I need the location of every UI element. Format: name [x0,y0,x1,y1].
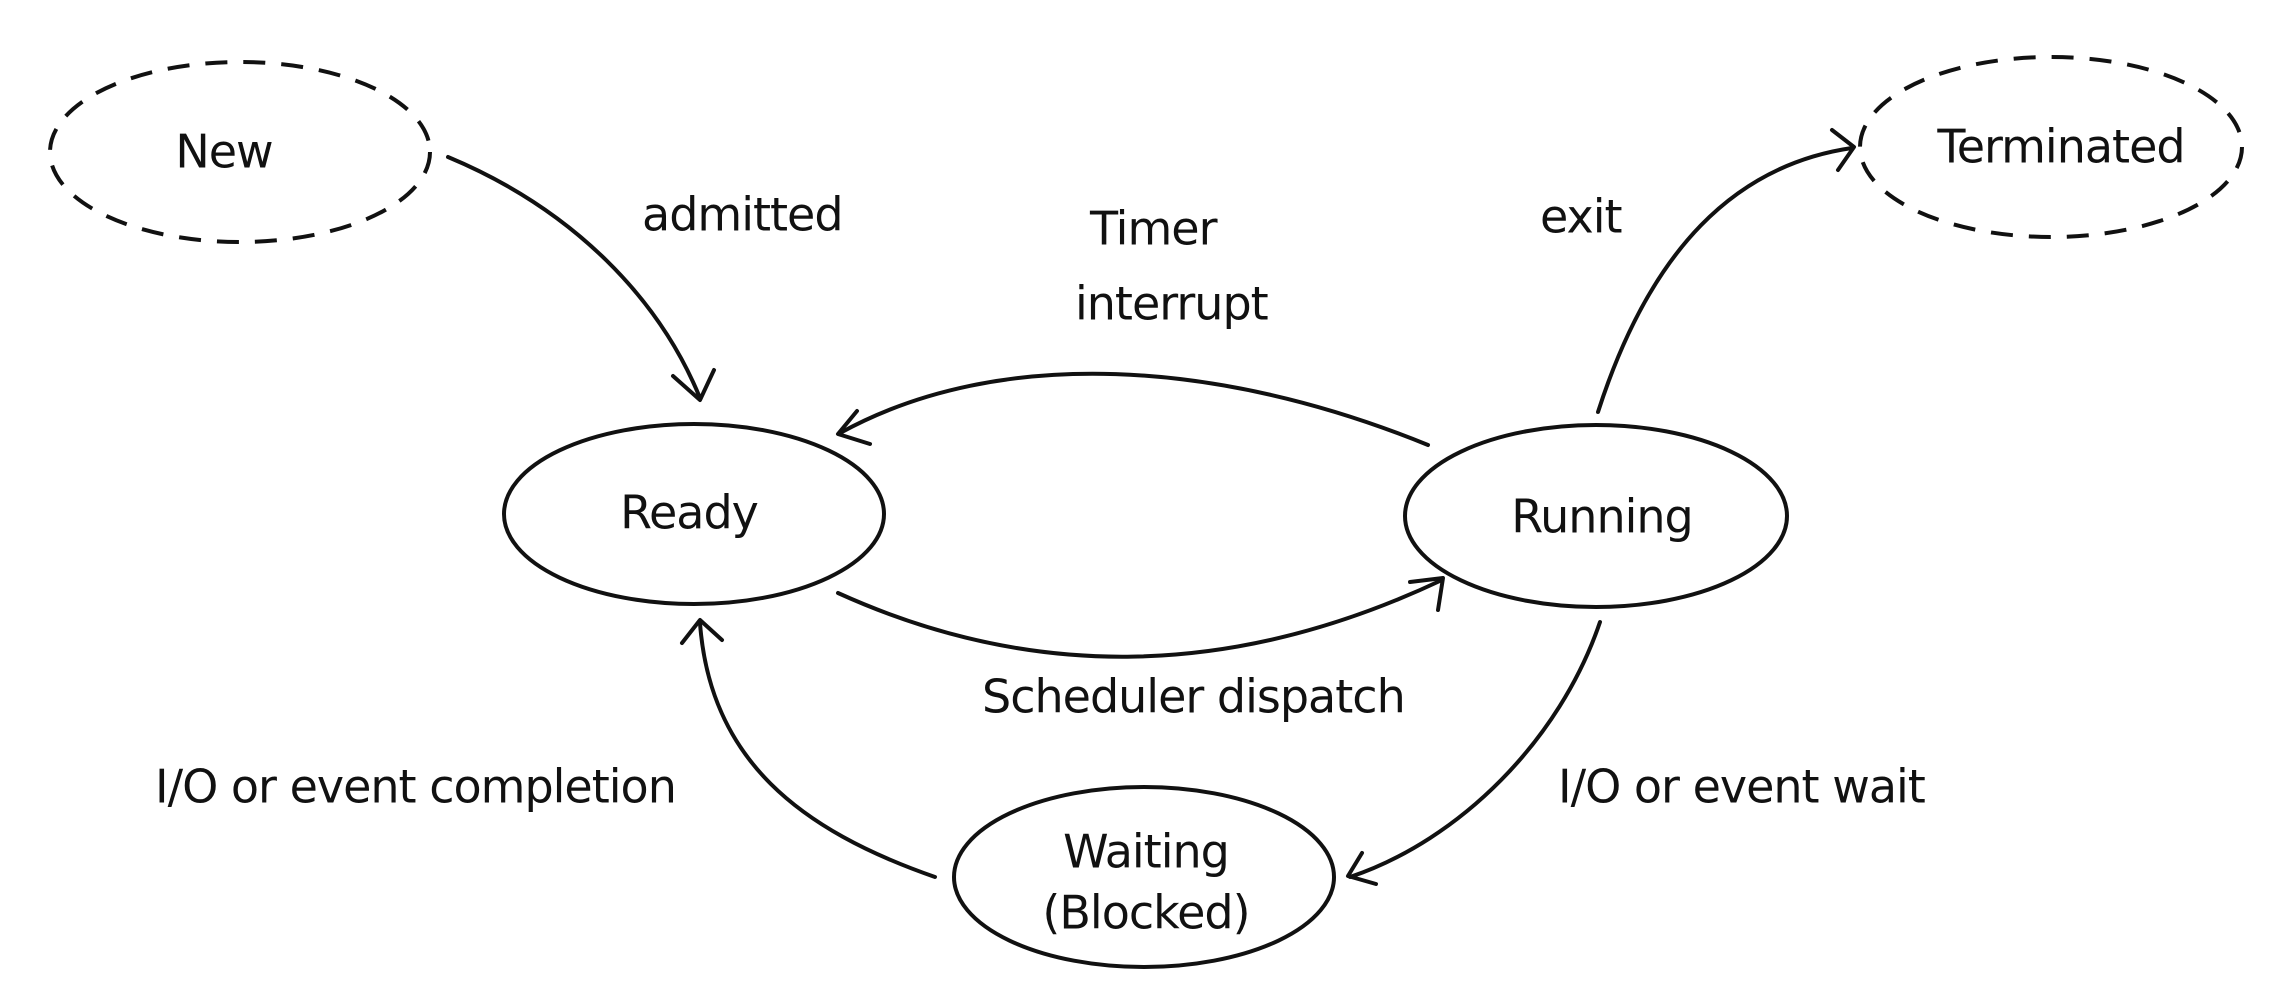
state-terminated-label: Terminated [1936,120,2184,174]
state-new: New [48,60,432,244]
state-running: Running [1403,423,1789,609]
state-waiting-label-line1: Waiting [1063,825,1229,879]
edge-scheduler-dispatch: Scheduler dispatch [836,576,1445,724]
edge-exit-arrowhead [1830,128,1856,172]
edge-timer-interrupt-line [838,371,1430,447]
state-ready-label: Ready [620,486,758,540]
edge-io-event-completion: I/O or event completion [155,618,937,879]
edge-timer-interrupt-arrowhead [836,409,872,446]
state-new-ellipse [48,60,432,244]
state-new-label: New [175,125,272,179]
edge-exit: exit [1540,128,1856,414]
edge-admitted-line [446,155,702,400]
state-terminated: Terminated [1858,55,2244,239]
edge-io-event-completion-arrowhead [680,618,724,645]
edge-timer-interrupt: Timer interrupt [836,202,1430,447]
state-waiting-ellipse [952,785,1336,969]
edge-io-event-wait: I/O or event wait [1346,620,1926,886]
state-terminated-ellipse [1858,55,2244,239]
edge-admitted: admitted [446,155,844,402]
edge-exit-label: exit [1540,190,1622,244]
edge-io-event-wait-arrowhead [1346,851,1378,886]
edge-timer-interrupt-label-line2: interrupt [1075,277,1268,331]
edge-admitted-arrowhead [671,368,716,402]
state-ready-ellipse [502,422,886,606]
edge-io-event-completion-label: I/O or event completion [155,760,676,814]
edge-io-event-completion-line [698,621,937,879]
edge-io-event-wait-label: I/O or event wait [1558,760,1925,814]
edge-io-event-wait-line [1348,620,1602,879]
edge-scheduler-dispatch-arrowhead [1408,576,1445,612]
state-running-ellipse [1403,423,1789,609]
edge-exit-line [1596,146,1854,414]
state-ready: Ready [502,422,886,606]
edge-scheduler-dispatch-label: Scheduler dispatch [982,670,1405,724]
state-waiting: Waiting (Blocked) [952,785,1336,969]
edge-admitted-label: admitted [642,188,843,242]
edge-scheduler-dispatch-line [836,578,1444,659]
state-waiting-label-line2: (Blocked) [1042,886,1249,940]
edge-timer-interrupt-label-line1: Timer [1089,202,1218,256]
state-running-label: Running [1511,490,1693,544]
